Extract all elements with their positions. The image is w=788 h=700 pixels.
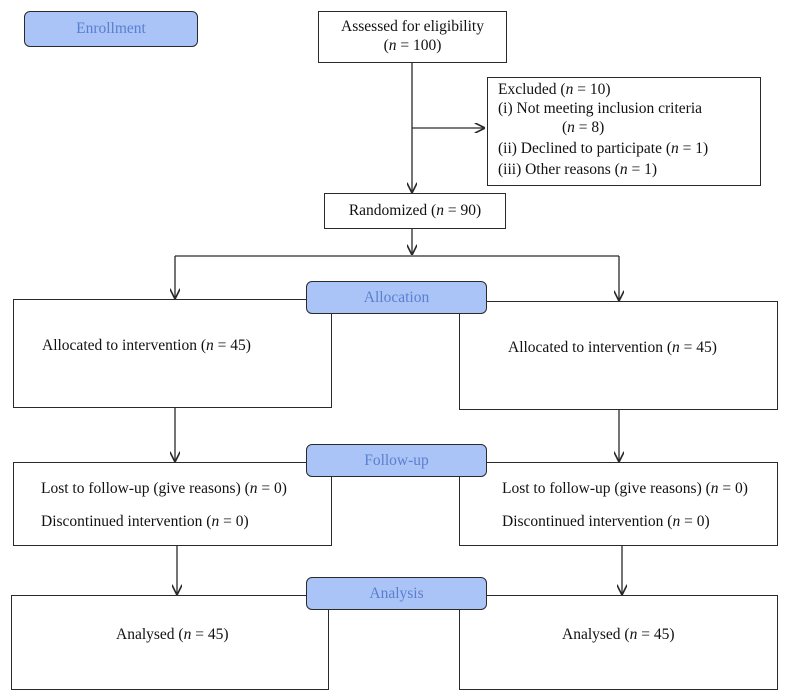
stage-followup: Follow-up (306, 444, 487, 477)
stage-enrollment-label: Enrollment (76, 20, 146, 37)
excluded-box: Excluded (n = 10) (i) Not meeting inclus… (487, 77, 761, 186)
left-allocated-label: Allocated to intervention (n = 45) (42, 337, 251, 355)
right-analysis-box: Analysed (n = 45) (459, 595, 778, 690)
right-lost-to-followup: Lost to follow-up (give reasons) (n = 0) (502, 480, 748, 497)
right-allocated-label: Allocated to intervention (n = 45) (508, 339, 717, 357)
assessed-count: (n = 100) (383, 37, 442, 54)
stage-allocation: Allocation (306, 281, 487, 314)
excluded-title: Excluded (n = 10) (498, 81, 611, 98)
left-analysis-box: Analysed (n = 45) (11, 595, 329, 690)
stage-analysis-label: Analysis (369, 584, 424, 602)
assessed-box: Assessed for eligibility (n = 100) (318, 11, 507, 63)
left-analysed-label: Analysed (n = 45) (116, 626, 229, 644)
randomized-box: Randomized (n = 90) (324, 193, 506, 229)
stage-allocation-label: Allocation (363, 288, 430, 306)
exclusion-reason-1-count: (n = 8) (562, 118, 605, 136)
right-analysed-label: Analysed (n = 45) (562, 626, 675, 644)
exclusion-reason-1: (i) Not meeting inclusion criteria (498, 99, 703, 117)
randomized-label: Randomized (n = 90) (348, 201, 482, 219)
right-discontinued: Discontinued intervention (n = 0) (502, 512, 710, 530)
left-allocation-box: Allocated to intervention (n = 45) (13, 299, 332, 408)
exclusion-reason-3: (iii) Other reasons (n = 1) (498, 160, 657, 178)
stage-enrollment: Enrollment (24, 11, 198, 47)
stage-followup-label: Follow-up (364, 451, 429, 469)
left-discontinued: Discontinued intervention (n = 0) (41, 512, 249, 530)
right-followup-box: Lost to follow-up (give reasons) (n = 0)… (459, 462, 778, 546)
assessed-label: Assessed for eligibility (341, 18, 484, 36)
stage-analysis: Analysis (306, 577, 487, 610)
left-lost-to-followup: Lost to follow-up (give reasons) (n = 0) (41, 480, 287, 497)
left-followup-box: Lost to follow-up (give reasons) (n = 0)… (13, 462, 332, 546)
right-allocation-box: Allocated to intervention (n = 45) (459, 301, 778, 410)
exclusion-reason-2: (ii) Declined to participate (n = 1) (498, 139, 709, 157)
